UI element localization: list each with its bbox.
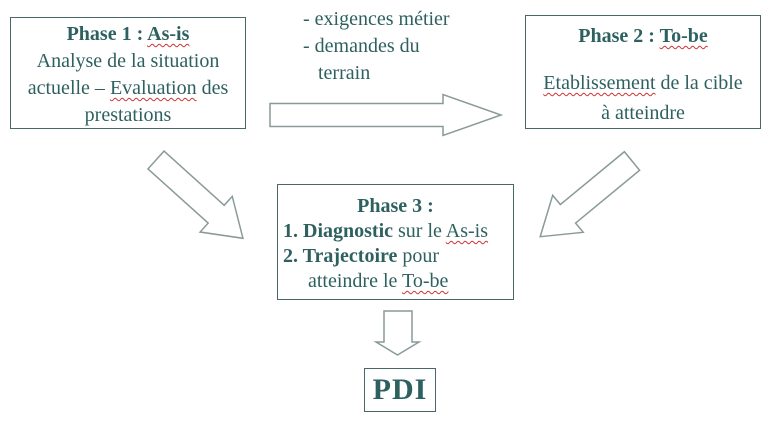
phase3-item2-cont-flagged-word: To-be [402,270,449,292]
phase3-item2: 2. Trajectoire pour [278,244,513,269]
phase1-line3-flagged-word: Evaluation [109,77,197,99]
phase1-title-flagged-word: As-is [147,23,190,45]
phase3-item1: 1. Diagnostic sur le As-is [278,219,513,244]
phase1-line4: prestations [84,104,172,126]
annotation-line2: - demandes du [303,35,420,57]
phase2-box: Phase 2 : To-be Etablissement de la cibl… [525,15,761,129]
phase3-item1-text: sur le [393,220,446,242]
annotation-line1: - exigences métier [303,8,450,30]
phase3-item1-bold: 1. Diagnostic [283,220,393,242]
arrow-right-icon [269,93,504,137]
phase2-line2-text: de la cible [655,72,743,94]
arrow-annotation: - exigences métier - demandes du terrain [303,6,450,87]
phase1-line2: Analyse de la situation [36,50,220,72]
phase3-item1-flagged-word: As-is [445,220,489,242]
pdi-box: PDI [364,368,436,412]
phase3-item2-cont-text: atteindre le [308,270,403,292]
phase1-line3-suffix: des [196,77,229,99]
phase1-line3: actuelle – Evaluation des [11,75,245,102]
phase1-box: Phase 1 : As-is Analyse de la situation … [10,17,246,129]
phase2-line2: Etablissement de la cible [526,68,760,98]
arrow-down-right-icon [146,150,244,240]
phase2-line2-flagged-word: Etablissement [543,72,656,94]
phase1-title-text: Phase 1 : [66,23,148,45]
phase1-title: Phase 1 : As-is [11,21,245,48]
phase2-title-flagged-word: To-be [659,25,708,47]
phase2-line3: à atteindre [601,102,685,124]
phase3-item2-text: pour [397,245,440,267]
annotation-line3: terrain [318,62,371,84]
phase2-title-text: Phase 2 : [578,25,660,47]
phase1-line3-text: actuelle – [27,77,110,99]
phase2-body: Etablissement de la cible à atteindre [526,68,760,128]
phase3-item2-continuation: atteindre le To-be [278,269,513,294]
phase3-item2-bold: 2. Trajectoire [283,245,398,267]
arrow-down-icon [373,310,422,356]
pdi-label: PDI [372,373,428,406]
phase3-title: Phase 3 : [357,195,434,217]
phase2-title: Phase 2 : To-be [526,21,760,51]
phase3-box: Phase 3 : 1. Diagnostic sur le As-is 2. … [277,184,514,300]
arrow-down-left-icon [539,150,641,238]
